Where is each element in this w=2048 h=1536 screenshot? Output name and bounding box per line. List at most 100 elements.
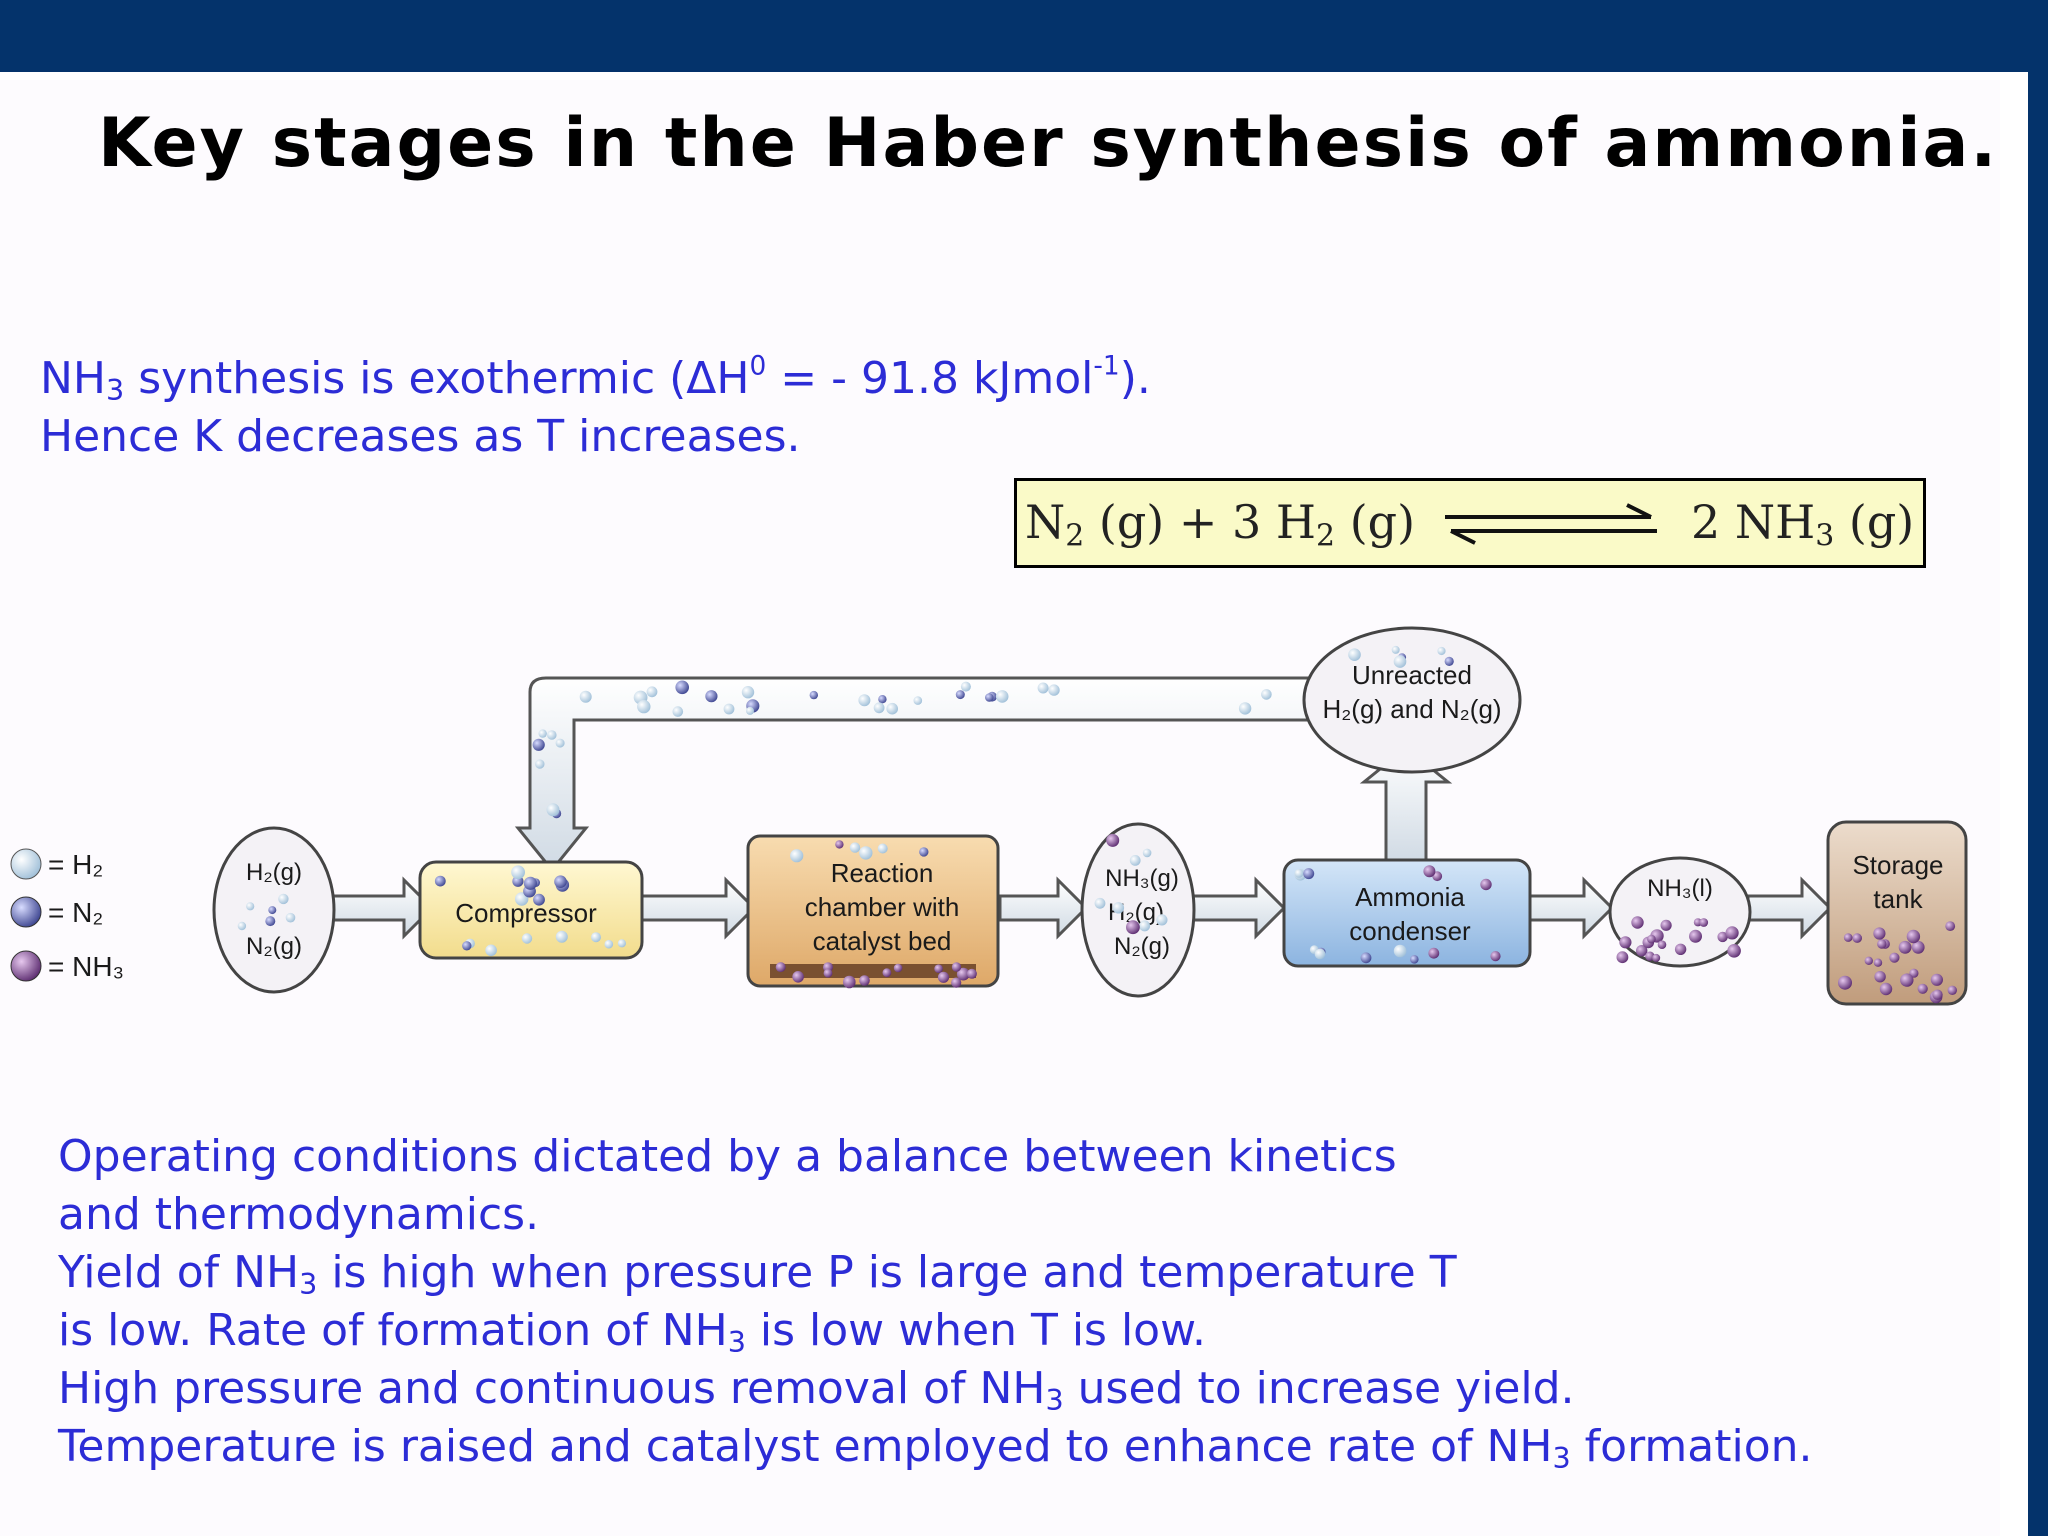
reactor-label-1: Reaction: [831, 858, 934, 888]
molecule-dot: [1314, 948, 1326, 960]
intro-text: NH3 synthesis is exothermic (ΔH0 = - 91.…: [40, 350, 1151, 466]
molecule-dot: [434, 875, 446, 887]
molecule-dot: [1838, 975, 1852, 990]
molecule-dot: [877, 843, 888, 854]
storage-label-2: tank: [1873, 884, 1923, 914]
molecule-dot: [1048, 684, 1060, 696]
molecule-dot: [1725, 926, 1739, 940]
storage-tank: [1826, 820, 1968, 1006]
molecule-dot: [1889, 952, 1900, 963]
conditions-line-4: is low. Rate of formation of NH3 is low …: [58, 1305, 1207, 1360]
molecule-dot: [1906, 929, 1921, 944]
molecule-dot: [873, 702, 885, 714]
molecule-particles: [237, 645, 1958, 1004]
intro-line-1: NH3 synthesis is exothermic (ΔH0 = - 91.…: [40, 350, 1151, 408]
molecule-dot: [859, 975, 870, 986]
equilibrium-arrow-icon: [1445, 503, 1657, 545]
feed-n2-label: N₂(g): [246, 933, 302, 960]
molecule-dot: [1444, 656, 1454, 666]
arrow-reactor-mixture: [998, 876, 1089, 940]
molecule-dot: [1112, 902, 1125, 914]
molecule-dot: [741, 686, 755, 699]
molecule-dot: [886, 702, 898, 715]
molecule-dot: [1647, 934, 1656, 944]
molecule-dot: [1660, 919, 1672, 931]
unreacted-label-2: H₂(g) and N₂(g): [1322, 694, 1501, 724]
condenser-box: [1282, 858, 1532, 968]
molecule-dot: [823, 968, 833, 978]
molecule-dot: [672, 706, 684, 717]
molecule-dot: [546, 803, 560, 817]
molecule-dot: [1864, 956, 1874, 965]
molecule-dot: [792, 971, 804, 983]
molecule-dot: [1873, 958, 1883, 967]
reactor-box: [746, 834, 1000, 988]
molecule-dot: [521, 933, 533, 944]
conditions-line-3: Yield of NH3 is high when pressure P is …: [58, 1247, 1457, 1302]
storage-label-1: Storage: [1852, 850, 1943, 880]
molecule-dot: [1911, 940, 1925, 954]
molecule-dot: [1900, 973, 1914, 987]
feed-h2-label: H₂(g): [246, 859, 302, 886]
molecule-dot: [1945, 921, 1956, 931]
mixture-gas-bubble: [1080, 822, 1196, 998]
molecule-dot: [1674, 943, 1687, 955]
molecule-dot: [1852, 933, 1862, 943]
arrow-condenser-liquid: [1528, 876, 1615, 940]
molecule-dot: [1879, 982, 1893, 996]
molecule-dot: [554, 875, 567, 888]
molecule-dot: [1303, 868, 1315, 880]
molecule-dot: [1930, 973, 1943, 986]
molecule-dot: [985, 693, 994, 702]
legend-n2-icon: [10, 896, 42, 928]
conditions-line-5: High pressure and continuous removal of …: [58, 1363, 1575, 1418]
molecule-dot: [591, 932, 601, 943]
molecule-dot: [1874, 971, 1886, 983]
molecule-dot: [1037, 682, 1049, 694]
mixture-nh3-label: NH₃(g): [1105, 865, 1179, 892]
molecule-dot: [579, 690, 592, 703]
legend-n2-label: = N₂: [48, 897, 103, 928]
molecule-dot: [934, 964, 943, 973]
molecule-dot: [1156, 914, 1168, 926]
molecule-dot: [535, 759, 545, 769]
molecule-dot: [1636, 945, 1648, 957]
molecule-dot: [1238, 702, 1252, 715]
molecule-dot: [1917, 983, 1928, 994]
unreacted-label-1: Unreacted: [1352, 660, 1472, 690]
molecule-dot: [1616, 951, 1629, 964]
catalyst-bed: [770, 964, 976, 978]
molecule-dot: [1877, 939, 1887, 949]
equation-box: N2 (g) + 3 H2 (g) 2 NH3 (g): [1014, 478, 1926, 568]
molecule-dot: [859, 846, 873, 860]
molecule-dot: [1348, 648, 1361, 661]
molecule-dot: [1873, 927, 1886, 940]
liquid-nh3-label: NH₃(l): [1647, 875, 1713, 902]
molecule-dot: [1294, 869, 1304, 878]
molecule-dot: [849, 842, 861, 853]
molecule-dot: [532, 738, 545, 751]
molecule-dot: [1480, 878, 1492, 891]
molecule-dot: [637, 699, 651, 714]
molecule-dot: [285, 912, 296, 923]
haber-process-diagram: H₂(g) N₂(g) Compressor Reaction chamber …: [10, 626, 1968, 1006]
reactor-label-2: chamber with: [805, 892, 960, 922]
molecule-dot: [617, 939, 627, 948]
molecule-dot: [858, 694, 871, 707]
molecule-dot: [913, 696, 923, 705]
legend-nh3-icon: [10, 950, 42, 982]
molecule-dot: [951, 962, 962, 972]
slide-background: [0, 80, 2000, 1536]
legend-nh3-label: = NH₃: [48, 951, 124, 982]
molecule-dot: [1129, 855, 1141, 866]
arrow-feed-compressor: [328, 876, 435, 940]
molecule-dot: [1423, 865, 1436, 878]
molecule-dot: [278, 893, 289, 905]
molecule-dot: [1631, 916, 1644, 929]
unreacted-gas-bubble: [1302, 626, 1522, 774]
molecule-dot: [995, 690, 1009, 703]
equation-reactants: N2 (g) + 3 H2 (g): [1025, 495, 1416, 554]
legend-h2-icon: [10, 848, 42, 880]
molecule-dot: [966, 968, 977, 979]
conditions-line-1: Operating conditions dictated by a balan…: [58, 1131, 1397, 1182]
